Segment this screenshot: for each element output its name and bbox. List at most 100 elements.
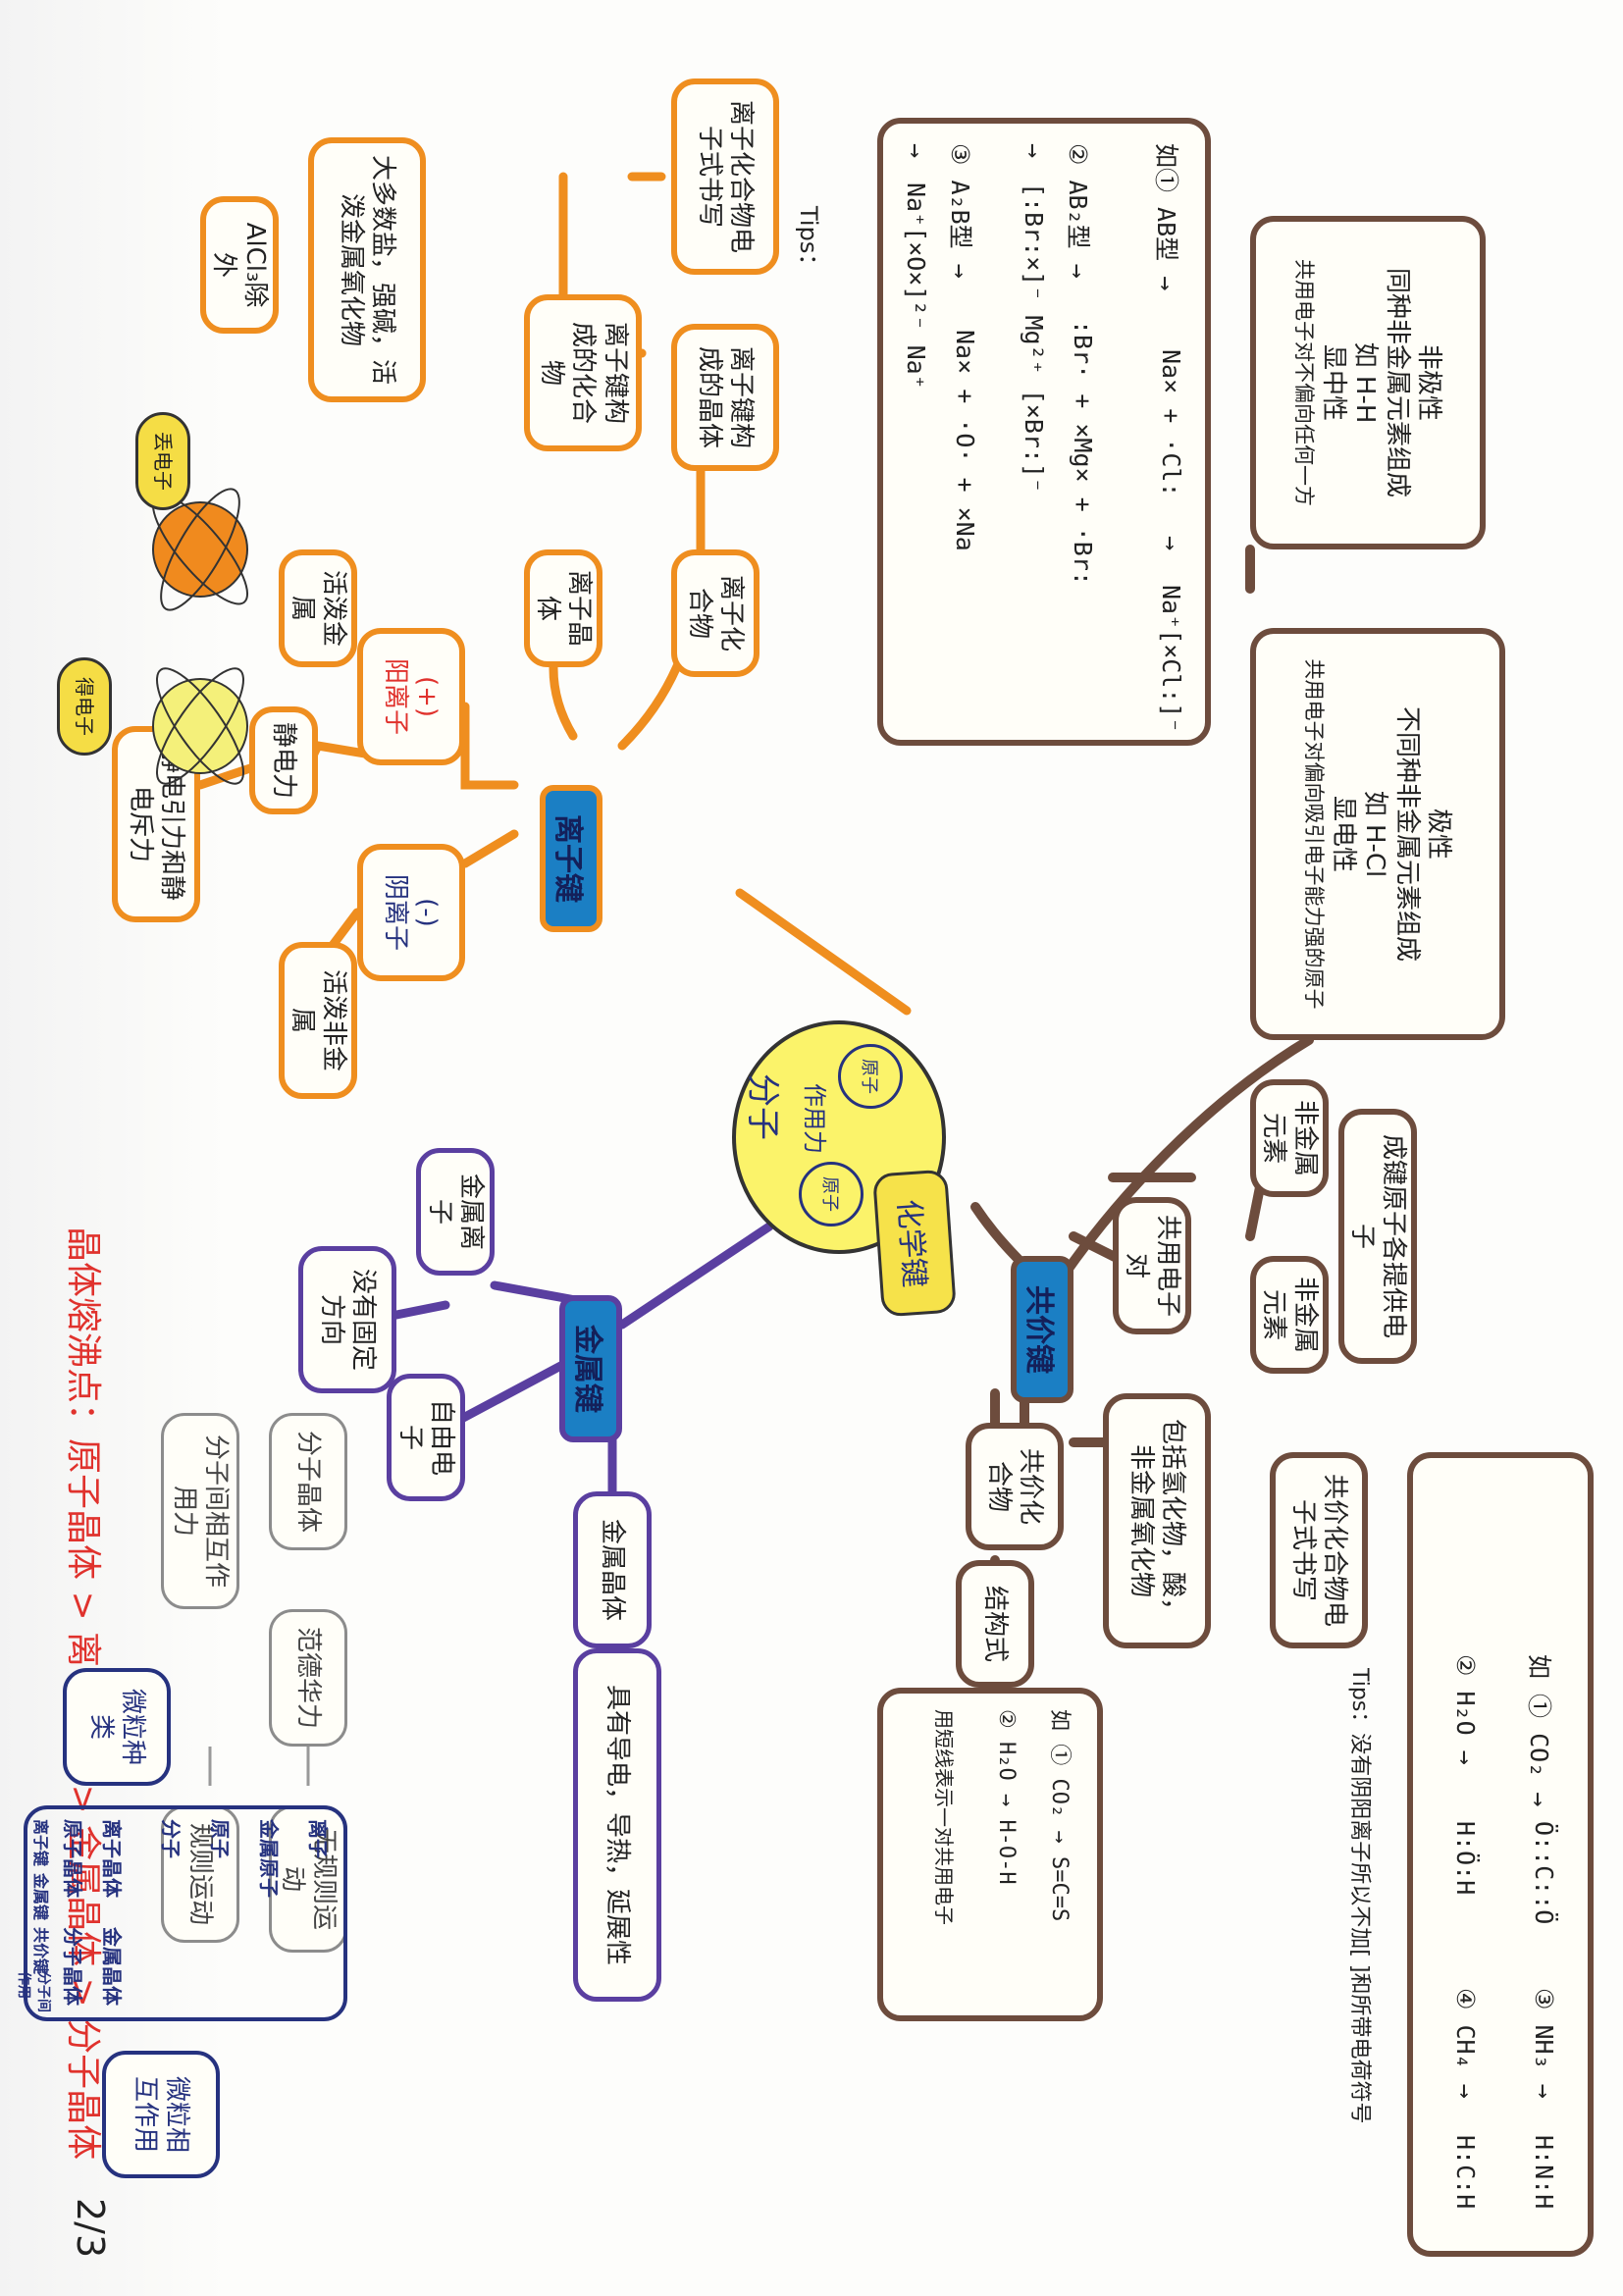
ionic-bond-hub: 离子键 bbox=[540, 785, 602, 932]
cf3-result: H:N:H bbox=[1530, 2135, 1558, 2210]
ionic-crystal-desc-node: 离子键构成的晶体 bbox=[671, 324, 779, 471]
covalent-bond-hub: 共价键 bbox=[1011, 1256, 1073, 1403]
eq1-left: Na× + ·Cl: bbox=[1157, 349, 1185, 497]
cartoon-gain-label: 得电子 bbox=[57, 657, 112, 756]
covalent-formula-box: 如 ① CO₂ → Ö::C::Ö ③ NH₃ → H:N:H ② H₂O → … bbox=[1407, 1452, 1594, 2257]
ionic-compound-node: 离子化合物 bbox=[671, 549, 759, 677]
covalent-formula-title: 共价化合物电子式书写 bbox=[1270, 1452, 1368, 1648]
eq1-arrow: → bbox=[1157, 536, 1185, 551]
line-ionic-cation bbox=[460, 702, 519, 790]
legend-row1-bond: 金属键 bbox=[31, 1873, 50, 1921]
legend-row2-bond: 共价键 bbox=[31, 1927, 50, 1975]
center-title: 化学键 bbox=[872, 1169, 957, 1318]
polar-charge: 显电性 bbox=[1328, 795, 1358, 872]
active-nonmetal-node: 活泼非金属 bbox=[279, 942, 357, 1099]
cf2-label: ② H₂O → bbox=[1451, 1654, 1480, 1765]
nonpolar-node: 非极性 同种非金属元素组成 如 H-H 显中性 共用电子对不偏向任何一方 bbox=[1250, 216, 1486, 549]
structural-box: 如 ① CO₂ → S=C=S ② H₂O → H-O-H 用短线表示一对共用电… bbox=[877, 1688, 1103, 2021]
cartoon-gain-orbit-b bbox=[155, 667, 245, 785]
cartoon-lose-orbit-a bbox=[160, 488, 240, 611]
cf4-result: H:C:H bbox=[1451, 2135, 1480, 2210]
metallic-bond-hub: 金属键 bbox=[559, 1295, 622, 1442]
polar-desc: 不同种非金属元素组成 bbox=[1391, 705, 1422, 962]
nonmetal-node-a: 非金属元素 bbox=[1250, 1079, 1329, 1197]
free-electron-node: 自由电子 bbox=[387, 1374, 465, 1501]
legend-row2-particle: 原子 bbox=[208, 1819, 232, 1858]
legend-particle-title: 微粒种类 bbox=[63, 1668, 171, 1786]
legend-force-title: 微粒相互作用 bbox=[102, 2051, 220, 2178]
polar-node: 极性 不同种非金属元素组成 如 H-Cl 显电性 共用电子对偏向吸引电子能力强的… bbox=[1250, 628, 1505, 1040]
cf4-label: ④ CH₄ → bbox=[1451, 1988, 1480, 2099]
cation-sign: (+) bbox=[412, 675, 443, 718]
legend-row3-bond: 分子间作用 bbox=[16, 1971, 51, 2012]
ionic-crystal-node: 离子晶体 bbox=[524, 549, 602, 667]
eq2-label: ② AB₂型 → bbox=[1064, 143, 1092, 279]
active-metal-node: 活泼金属 bbox=[279, 549, 357, 667]
line-ionic-anion bbox=[460, 829, 519, 868]
legend-row0-bond: 离子键 bbox=[31, 1819, 50, 1867]
eq2-left: :Br· + ×Mg× + ·Br: bbox=[1069, 320, 1097, 586]
eq3-label: ③ A₂B型 → bbox=[946, 143, 974, 279]
center-node: 化学键 原子 原子 作用力 分子 bbox=[732, 1020, 957, 1318]
structural-note: 用短线表示一对共用电子 bbox=[932, 1709, 956, 1925]
metallic-crystal-node: 金属晶体 bbox=[573, 1491, 652, 1648]
ionic-formula-box: 如① AB型 → Na× + ·Cl: → Na⁺[×Cl:]⁻ ② AB₂型 … bbox=[877, 118, 1211, 746]
eq2-right: [:Br:×]⁻ Mg²⁺ [×Br:]⁻ bbox=[1020, 183, 1048, 494]
exception-node: AlCl₃除外 bbox=[200, 196, 279, 334]
molecule-label: 分子 bbox=[743, 1073, 782, 1140]
cartoon-gain-body bbox=[152, 678, 248, 774]
polar-example: 如 H-Cl bbox=[1360, 790, 1390, 878]
atom-left: 原子 bbox=[838, 1044, 903, 1109]
nonpolar-desc: 同种非金属元素组成 bbox=[1382, 267, 1412, 497]
cartoon-lose-body bbox=[152, 501, 248, 598]
cf1-result: Ö::C::Ö bbox=[1530, 1821, 1558, 1925]
legend-table: 离子 金属原子 原子 分子 离子晶体 金属晶体 原子晶体 分子晶体 离子键 金属… bbox=[16, 1805, 347, 2021]
atom-cartoon-gain bbox=[152, 667, 248, 785]
cf1-label: 如 ① CO₂ → bbox=[1525, 1654, 1553, 1807]
atom-cartoon-lose bbox=[151, 488, 249, 611]
eq3-left: Na× + ·O· + ×Na bbox=[951, 330, 979, 551]
anion-node: (-) 阴离子 bbox=[357, 844, 465, 981]
eq3-right: Na⁺[×O×]²⁻ Na⁺ bbox=[902, 183, 930, 390]
examples-node: 大多数盐，强碱，活泼金属氧化物 bbox=[308, 137, 426, 402]
line-center-metallic bbox=[617, 1222, 774, 1330]
cation-node: (+) 阳离子 bbox=[357, 628, 465, 765]
eq3-arrow: → bbox=[902, 143, 930, 159]
shared-pair-node: 共用电子对 bbox=[1113, 1197, 1191, 1334]
eq1-right: Na⁺[×Cl:]⁻ bbox=[1157, 585, 1185, 733]
legend-row0-crystal: 离子晶体 bbox=[100, 1819, 124, 1898]
line-center-ionic bbox=[735, 888, 912, 1016]
ionic-tips: Tips： bbox=[795, 206, 822, 278]
legend-row0-particle: 离子 bbox=[306, 1819, 330, 1858]
metallic-property-node: 具有导电，导热，延展性 bbox=[573, 1648, 661, 2002]
cf2-result: H:Ö:H bbox=[1451, 1821, 1480, 1896]
legend-row3-particle: 分子 bbox=[159, 1819, 183, 1858]
structural-eq1: 如 ① CO₂ → S=C=S bbox=[1047, 1709, 1072, 1922]
legend-row1-particle: 金属原子 bbox=[257, 1819, 281, 1898]
covalent-formula-tip: Tips：没有阴阳离子所以不加[ ]和所带电荷符号 bbox=[1347, 1668, 1372, 2124]
structural-eq2: ② H₂O → H-O-H bbox=[994, 1709, 1019, 1885]
eq2-arrow: → bbox=[1020, 143, 1048, 159]
cf3-label: ③ NH₃ → bbox=[1530, 1988, 1558, 2099]
line-covalent-polar bbox=[1039, 1035, 1314, 1310]
nonpolar-charge: 显中性 bbox=[1318, 343, 1348, 421]
legend-row3-crystal: 分子晶体 bbox=[61, 1927, 84, 2006]
legend-row1-crystal: 金属晶体 bbox=[100, 1927, 124, 2006]
compound-desc-node: 包括氢化物，酸，非金属氧化物 bbox=[1103, 1393, 1211, 1648]
ionic-formula-title: 离子化合物电子式书写 bbox=[671, 78, 779, 275]
line-no-direction bbox=[392, 1300, 450, 1320]
polar-note: 共用电子对偏向吸引电子能力强的原子 bbox=[1302, 658, 1327, 1010]
cartoon-gain-orbit-a bbox=[155, 667, 245, 785]
contains-compound-node: 离子键构成的化合物 bbox=[524, 294, 642, 451]
vdw-node: 范德华力 bbox=[269, 1609, 347, 1747]
page-number: 2/3 bbox=[69, 2198, 112, 2259]
force-label: 作用力 bbox=[801, 1083, 828, 1154]
nonpolar-title: 非极性 bbox=[1414, 343, 1444, 421]
legend-row2-crystal: 原子晶体 bbox=[61, 1819, 84, 1898]
nonpolar-note: 共用电子对不偏向任何一方 bbox=[1292, 259, 1317, 506]
anion-label: 阴离子 bbox=[381, 873, 410, 951]
no-direction-node: 没有固定方向 bbox=[298, 1246, 396, 1393]
cation-label: 阳离子 bbox=[381, 657, 410, 735]
formed-by-node: 成键原子各提供电子 bbox=[1338, 1109, 1417, 1364]
